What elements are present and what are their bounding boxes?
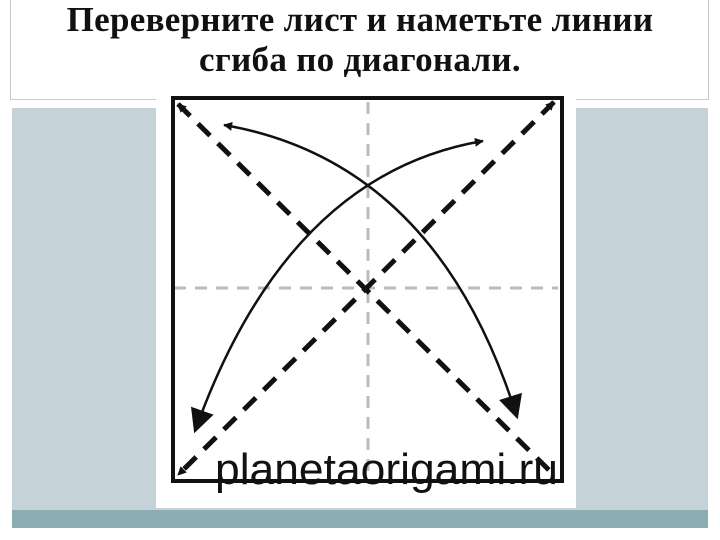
origami-diagram-card: planetaorigami.ru bbox=[156, 92, 576, 508]
slide-title-line-2: сгиба по диагонали. bbox=[199, 40, 521, 79]
content-panel-bottom-bar bbox=[12, 510, 708, 528]
fold-arrow-left-corner bbox=[223, 121, 522, 420]
fold-arrow-right-corner bbox=[190, 137, 484, 434]
origami-diagram: planetaorigami.ru bbox=[171, 96, 564, 494]
slide-title-line-1: Переверните лист и наметьте линии bbox=[66, 0, 654, 39]
slide-title: Переверните лист и наметьте линии сгиба … bbox=[0, 0, 720, 80]
paper-square bbox=[171, 96, 564, 483]
watermark-text: planetaorigami.ru bbox=[215, 445, 558, 494]
